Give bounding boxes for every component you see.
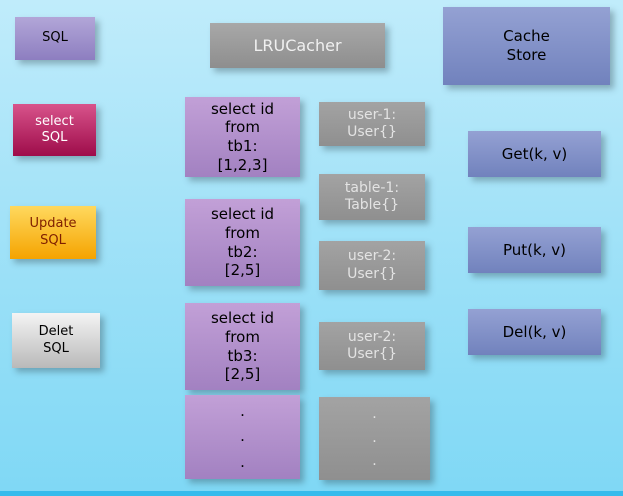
cache-entry-user-1: user-1: User{} [319,102,425,146]
lru-cacher-box: LRUCacher [210,23,385,68]
put-operation-box: Put(k, v) [468,227,601,273]
cache-entry-ellipsis: . . . [319,397,430,480]
sql-box: SQL [15,17,95,60]
cache-store-box: Cache Store [443,7,610,85]
bottom-border [0,491,623,496]
update-sql-box: Update SQL [10,206,96,259]
get-operation-box: Get(k, v) [468,131,601,177]
query-box-tb3: select id from tb3: [2,5] [185,303,300,390]
cache-entry-table-1: table-1: Table{} [319,174,425,220]
select-sql-box: select SQL [13,104,96,156]
delete-sql-box: Delet SQL [12,313,100,368]
query-box-ellipsis: . . . [185,395,300,479]
query-box-tb2: select id from tb2: [2,5] [185,199,300,286]
del-operation-box: Del(k, v) [468,309,601,355]
cache-entry-user-2a: user-2: User{} [319,241,425,290]
cache-entry-user-2b: user-2: User{} [319,322,425,370]
query-box-tb1: select id from tb1: [1,2,3] [185,97,300,177]
